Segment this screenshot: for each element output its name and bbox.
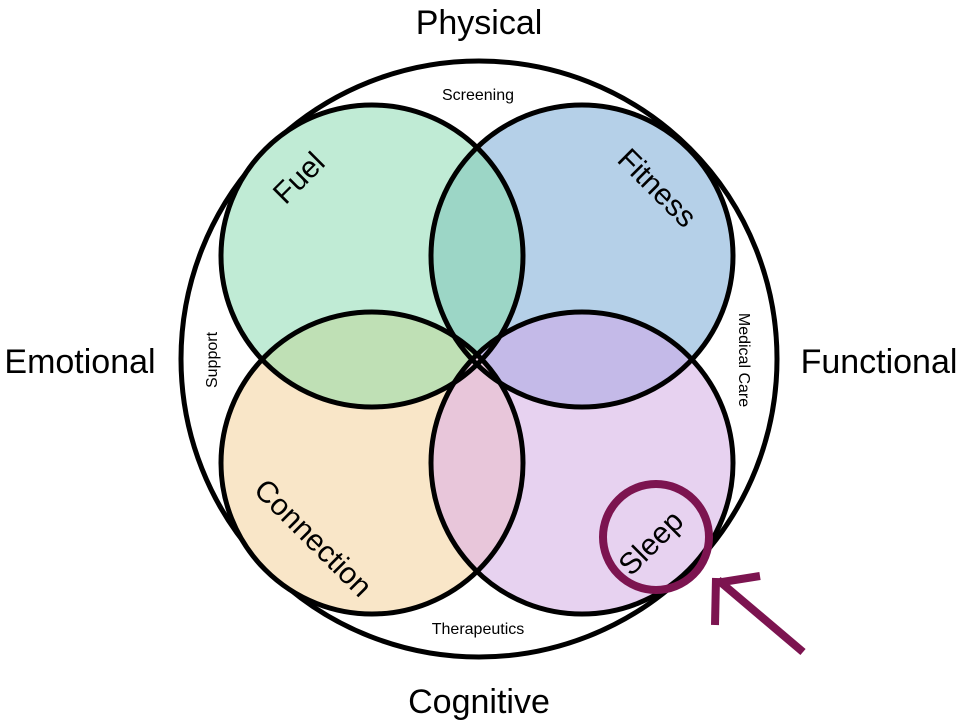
ring-label-support: Support: [204, 331, 221, 388]
sleep-circle-outline: [428, 309, 736, 617]
dimension-label-physical: Physical: [416, 4, 543, 42]
highlight-arrow-icon: [711, 572, 806, 656]
connection-circle-outline: [218, 309, 526, 617]
fitness-circle-outline: [428, 102, 736, 410]
dimension-label-functional: Functional: [801, 343, 958, 381]
fuel-circle-outline: [218, 102, 526, 410]
ring-label-medical-care: Medical Care: [735, 313, 752, 407]
dimension-label-emotional: Emotional: [4, 343, 155, 381]
highlight-circle: [599, 480, 713, 594]
dimension-label-cognitive: Cognitive: [408, 683, 550, 721]
ring-label-therapeutics: Therapeutics: [432, 621, 525, 638]
ring-label-screening: Screening: [442, 87, 514, 104]
